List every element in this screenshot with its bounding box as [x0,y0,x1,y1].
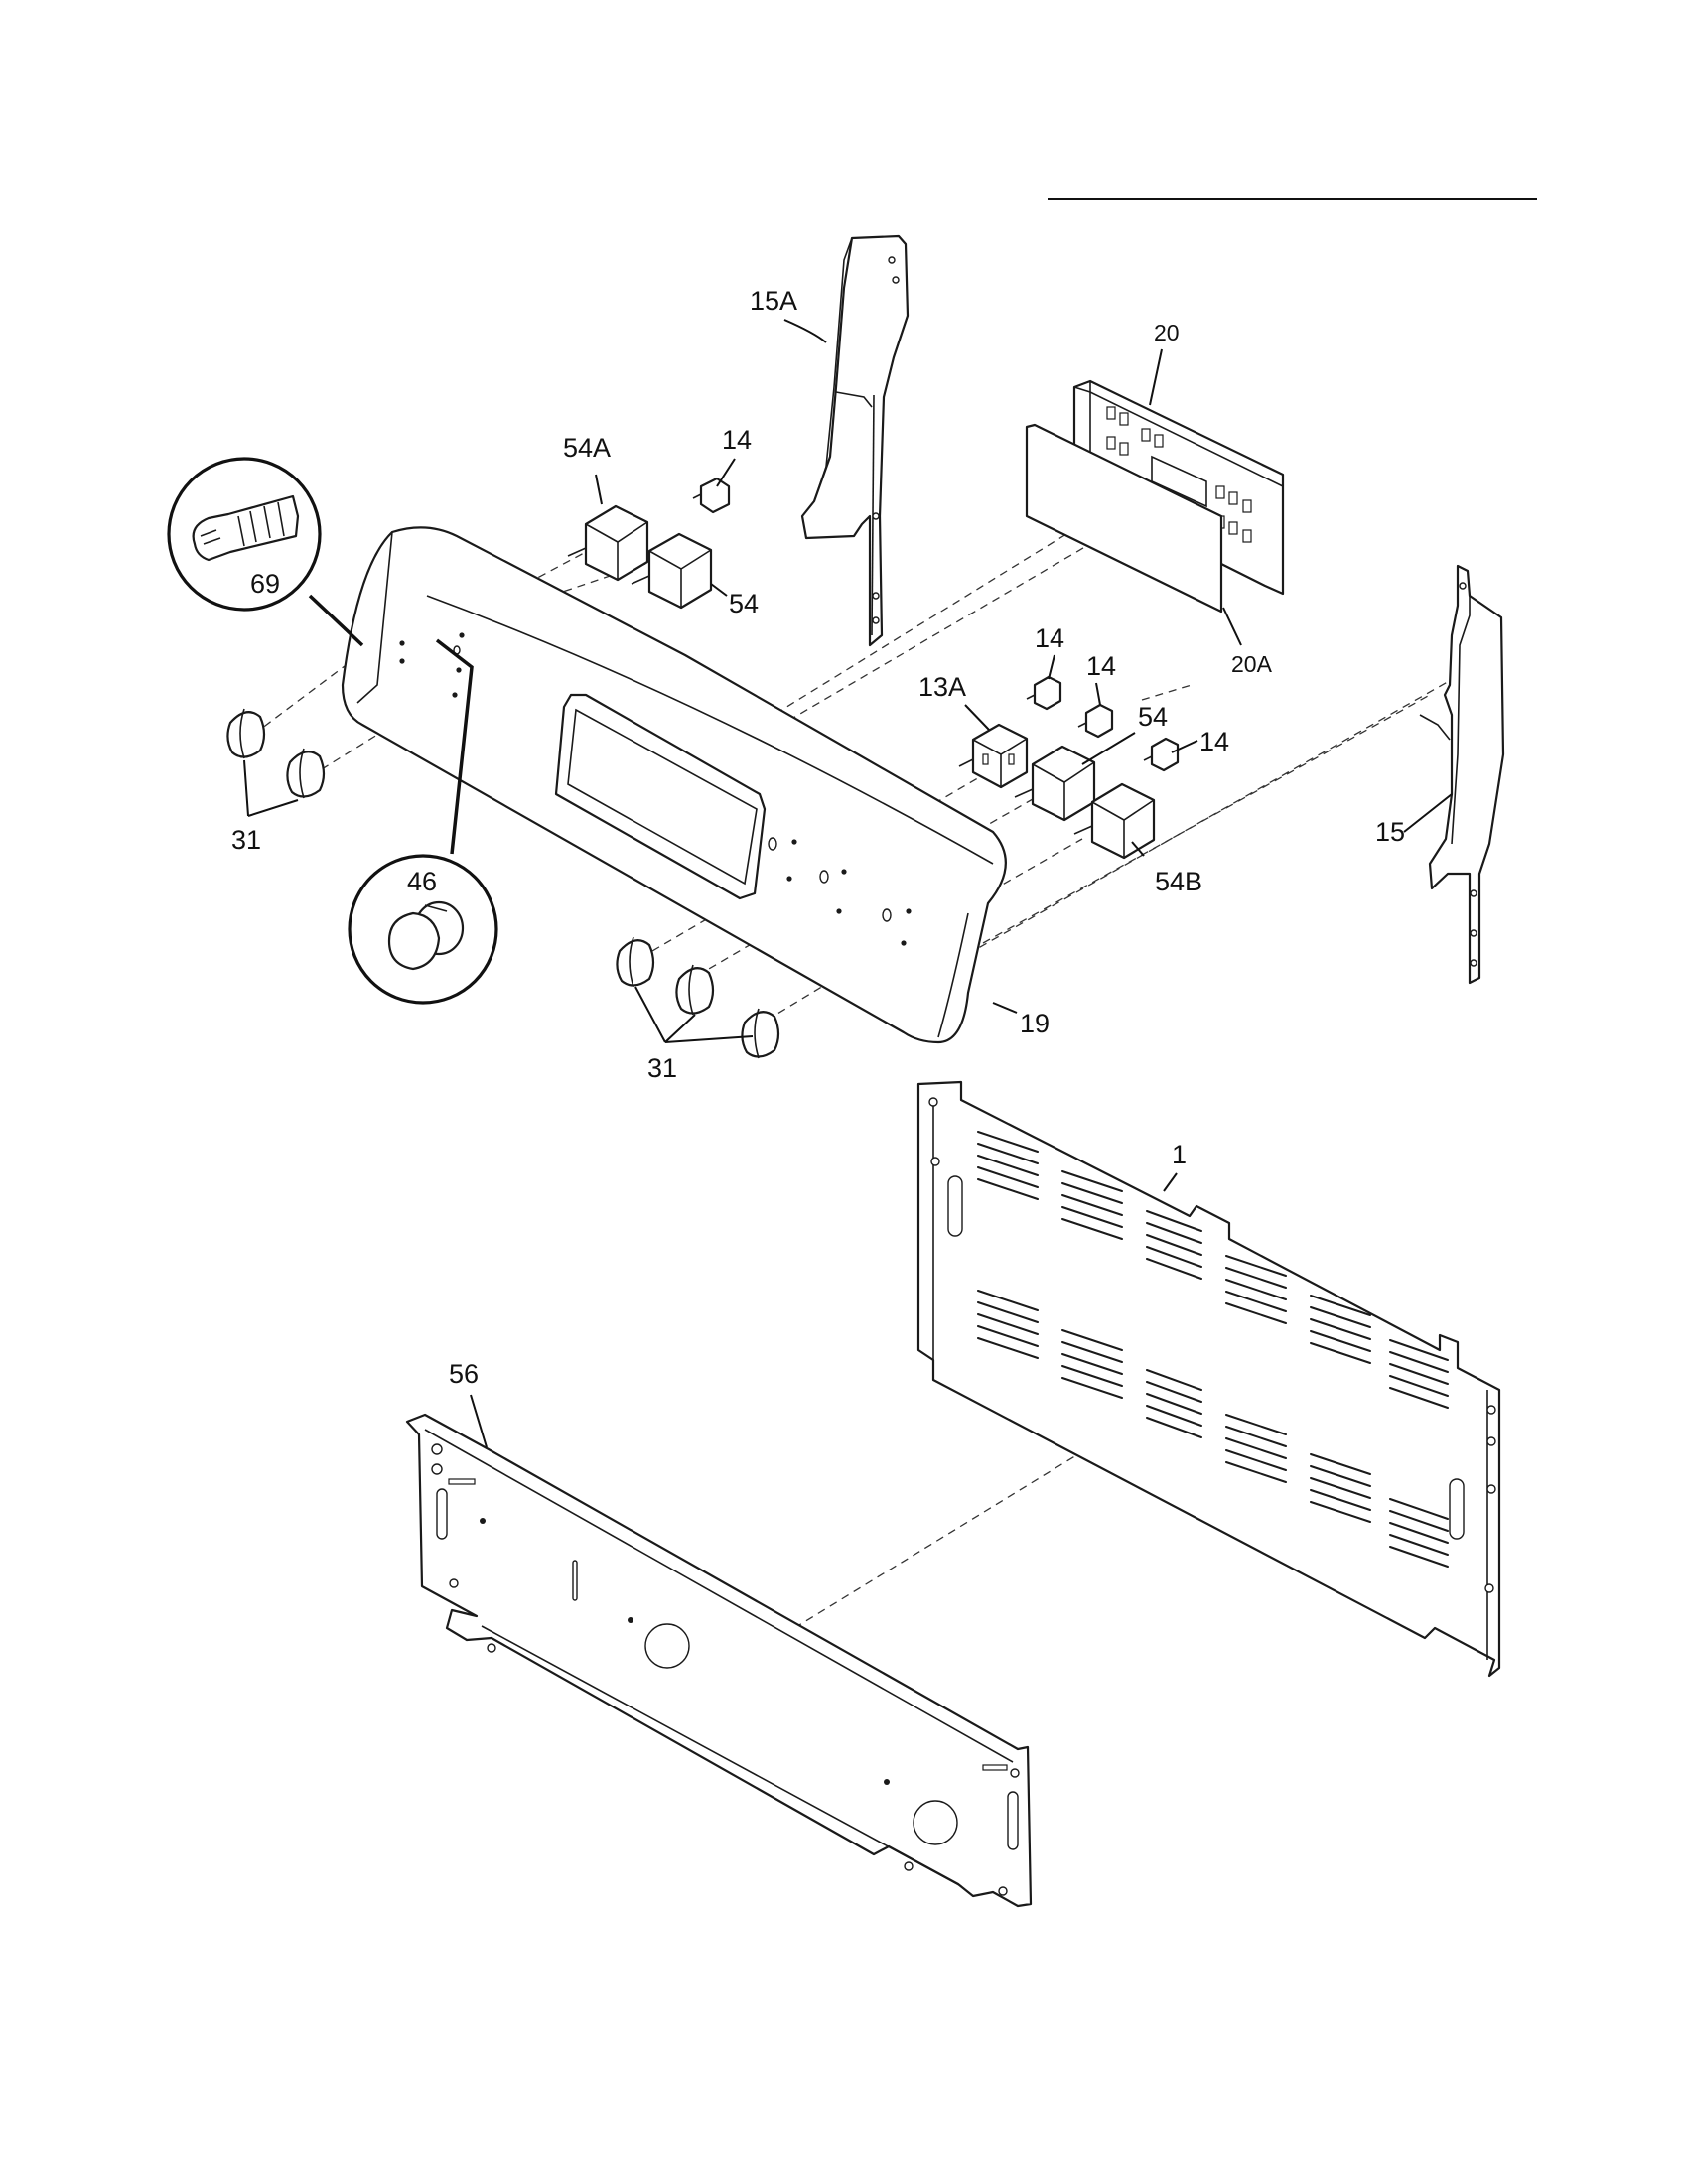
label-15: 15 [1375,817,1405,847]
terminal-14-a [1026,675,1062,711]
detail-callout-69: 69 [167,457,364,647]
switch-13a [958,723,1029,789]
side-trim-right-15 [1419,564,1505,985]
side-trim-left-15a [800,234,910,647]
overlay-20a [1025,423,1223,614]
label-20a: 20A [1231,651,1273,677]
label-54-upper: 54 [729,589,759,618]
push-button-icon [387,900,465,971]
label-20: 20 [1154,320,1180,345]
label-69: 69 [250,569,280,599]
label-14-c: 14 [1199,727,1229,756]
terminal-14-b [1077,703,1114,739]
label-14-b: 14 [1086,651,1116,681]
label-54b: 54B [1155,867,1202,896]
assembly-lines [252,520,1461,1629]
label-54-lower: 54 [1138,702,1168,732]
label-56: 56 [449,1359,479,1389]
knobs-31-left [226,708,326,799]
label-46: 46 [407,867,437,896]
label-13a: 13A [918,672,966,702]
leaders [243,319,1453,1448]
screw-icon [192,494,300,562]
label-19: 19 [1020,1009,1050,1038]
control-panel-19 [341,526,1007,1044]
label-54a: 54A [563,433,611,463]
terminal-14-upper [692,477,731,514]
switch-54a [567,504,649,582]
knobs-31-bottom [616,936,780,1059]
label-31-bottom: 31 [647,1053,677,1083]
detail-callout-46: 46 [348,638,498,1005]
switch-54b [1073,782,1156,860]
label-31-left: 31 [231,825,261,855]
label-15a: 15A [750,286,797,316]
part-labels: 15A 20 54A 14 54 20A 13A 14 14 54 14 54B… [231,286,1405,1389]
rear-panel-1 [916,1080,1501,1678]
knob-3 [616,936,655,988]
knob-5 [741,1008,780,1059]
terminal-14-c [1143,737,1180,772]
knob-4 [675,964,715,1016]
knob-2 [286,748,326,799]
label-14-a: 14 [1035,623,1064,653]
knob-1 [226,708,266,759]
lower-back-panel-56 [405,1413,1033,1908]
switch-54-upper [631,532,713,610]
label-14-upper: 14 [722,425,752,455]
label-1: 1 [1172,1140,1187,1169]
switch-54-lower [1014,745,1096,822]
